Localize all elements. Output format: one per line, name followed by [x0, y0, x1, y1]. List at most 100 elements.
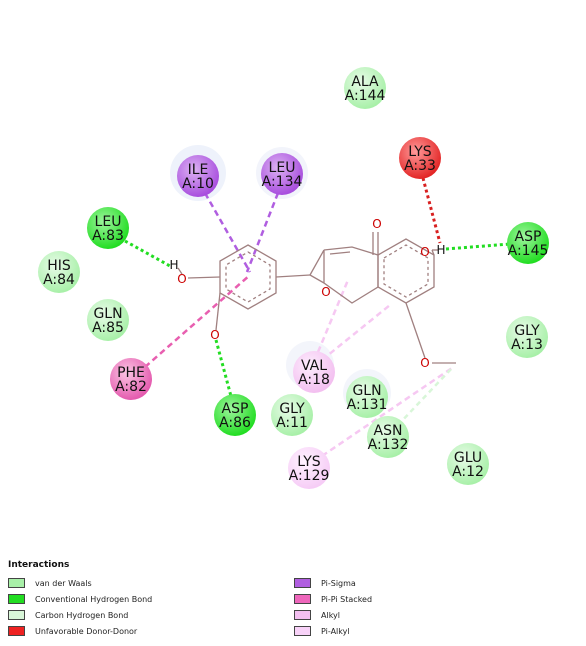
- pi-pi-line-phe82: [144, 274, 251, 368]
- ligand-structure: [177, 232, 456, 364]
- residue-asp145-circle: [507, 222, 549, 264]
- legend-item-pi-alkyl: Pi-Alkyl: [294, 625, 350, 637]
- legend-swatch-van-der-waals: [8, 578, 25, 588]
- legend-swatch-carbon-hbond: [8, 610, 25, 620]
- residue-val18-circle: [293, 351, 335, 393]
- residue-lys129-num: A:129: [289, 468, 330, 484]
- hbond-line-leu83: [124, 239, 171, 268]
- residue-asp86-circle: [214, 394, 256, 436]
- legend-item-van-der-waals: van der Waals: [8, 577, 92, 589]
- legend-label-pi-alkyl: Pi-Alkyl: [321, 626, 350, 636]
- residue-leu134[interactable]: LEU A:134: [261, 153, 303, 195]
- atom-h-right: H: [436, 243, 445, 257]
- residue-his84-num: A:84: [43, 272, 75, 288]
- residue-phe82[interactable]: PHE A:82: [110, 358, 152, 400]
- atom-labels: O O H O O O H O: [169, 217, 445, 370]
- residue-ala144[interactable]: ALA A:144: [344, 67, 386, 109]
- residue-gly11[interactable]: GLY A:11: [271, 394, 313, 436]
- residue-gln131-circle: [346, 376, 388, 418]
- ring-c: [377, 238, 435, 304]
- legend-label-conventional-hbond: Conventional Hydrogen Bond: [35, 594, 153, 604]
- legend-swatch-pi-sigma: [294, 578, 311, 588]
- residue-val18[interactable]: VAL A:18: [293, 351, 335, 393]
- residue-gln131-name: GLN: [352, 383, 381, 399]
- ring-b: [323, 246, 379, 304]
- residue-gly13-num: A:13: [511, 337, 543, 353]
- legend-label-unfavorable-donor-donor: Unfavorable Donor-Donor: [35, 626, 138, 636]
- ring-b-double: [329, 251, 351, 255]
- residue-ile10[interactable]: ILE A:10: [177, 155, 219, 197]
- bond-oh-right: [431, 249, 435, 256]
- residue-phe82-num: A:82: [115, 379, 147, 395]
- residue-leu83-name: LEU: [95, 214, 122, 230]
- residue-asp145-name: ASP: [515, 229, 542, 245]
- legend-label-pi-sigma: Pi-Sigma: [321, 578, 356, 588]
- bond-methoxy-o: [405, 302, 426, 359]
- residue-phe82-circle: [110, 358, 152, 400]
- legend-label-pi-pi-stacked: Pi-Pi Stacked: [321, 594, 373, 604]
- atom-o-lower: O: [210, 328, 219, 342]
- legend-label-carbon-hbond: Carbon Hydrogen Bond: [35, 610, 129, 620]
- residue-glu12-num: A:12: [452, 464, 484, 480]
- residue-lys129-name: LYS: [297, 454, 320, 470]
- residue-gln85-num: A:85: [92, 320, 124, 336]
- residue-his84[interactable]: HIS A:84: [38, 251, 80, 293]
- atom-o-right: O: [420, 245, 429, 259]
- residue-leu134-name: LEU: [269, 160, 296, 176]
- legend-swatch-conventional-hbond: [8, 594, 25, 604]
- bond-h-left: [177, 267, 183, 275]
- residue-lys129-circle: [288, 447, 330, 489]
- atom-o-carbonyl: O: [372, 217, 381, 231]
- residue-lys33-num: A:33: [404, 158, 436, 174]
- residue-gly11-num: A:11: [276, 415, 308, 431]
- residue-lys33-circle: [399, 137, 441, 179]
- residue-asp145-num: A:145: [508, 243, 549, 259]
- bond-b-oring: [309, 274, 325, 284]
- residue-asn132-name: ASN: [374, 423, 403, 439]
- residue-lys33[interactable]: LYS A:33: [399, 137, 441, 179]
- residue-leu134-circle: [261, 153, 303, 195]
- residue-gly13[interactable]: GLY A:13: [506, 316, 548, 358]
- residue-gln85[interactable]: GLN A:85: [87, 299, 129, 341]
- residue-lys129[interactable]: LYS A:129: [288, 447, 330, 489]
- legend-title: Interactions: [8, 560, 70, 570]
- atom-h-left: H: [169, 258, 178, 272]
- legend-swatch-pi-pi-stacked: [294, 594, 311, 604]
- residue-his84-name: HIS: [47, 258, 71, 274]
- pi-sigma-line-leu134: [245, 192, 280, 273]
- residue-ala144-num: A:144: [345, 88, 386, 104]
- residue-ile10-num: A:10: [182, 176, 214, 192]
- hbond-line-asp145: [445, 242, 511, 251]
- residue-asp145[interactable]: ASP A:145: [507, 222, 549, 264]
- interaction-diagram: O O H O O O H O ALA A:144 LYS A:33 ILE A…: [38, 67, 549, 489]
- ring-a-inner: [225, 251, 271, 303]
- residue-asn132-num: A:132: [368, 437, 409, 453]
- residue-leu83[interactable]: LEU A:83: [87, 207, 129, 249]
- legend-label-van-der-waals: van der Waals: [35, 578, 92, 588]
- legend-item-pi-sigma: Pi-Sigma: [294, 577, 356, 589]
- residue-gln131-num: A:131: [347, 397, 388, 413]
- residue-ala144-name: ALA: [351, 74, 379, 90]
- residue-asp86[interactable]: ASP A:86: [214, 394, 256, 436]
- residue-asn132[interactable]: ASN A:132: [367, 416, 409, 458]
- residue-val18-name: VAL: [301, 358, 327, 374]
- legend-swatch-pi-alkyl: [294, 626, 311, 636]
- residue-gln131[interactable]: GLN A:131: [346, 376, 388, 418]
- hbond-line-asp86: [214, 339, 234, 401]
- residue-asp86-name: ASP: [222, 401, 249, 417]
- alkyl-line-val18-a: [316, 279, 350, 353]
- bond-oh-left: [187, 276, 221, 279]
- ring-a: [219, 244, 277, 310]
- legend-label-alkyl: Alkyl: [321, 610, 340, 620]
- interaction-lines: [124, 177, 511, 458]
- residue-glu12[interactable]: GLU A:12: [447, 443, 489, 485]
- atom-o-methoxy: O: [420, 356, 429, 370]
- residue-nodes: ALA A:144 LYS A:33 ILE A:10 LEU A:134 LE…: [38, 67, 549, 489]
- residue-glu12-circle: [447, 443, 489, 485]
- legend-swatch-alkyl: [294, 610, 311, 620]
- legend-item-pi-pi-stacked: Pi-Pi Stacked: [294, 593, 372, 605]
- alkyl-line-val18-b: [321, 304, 391, 361]
- atom-o-left: O: [177, 272, 186, 286]
- ring-c-inner: [383, 244, 429, 298]
- pi-sigma-line-ile10: [203, 192, 252, 273]
